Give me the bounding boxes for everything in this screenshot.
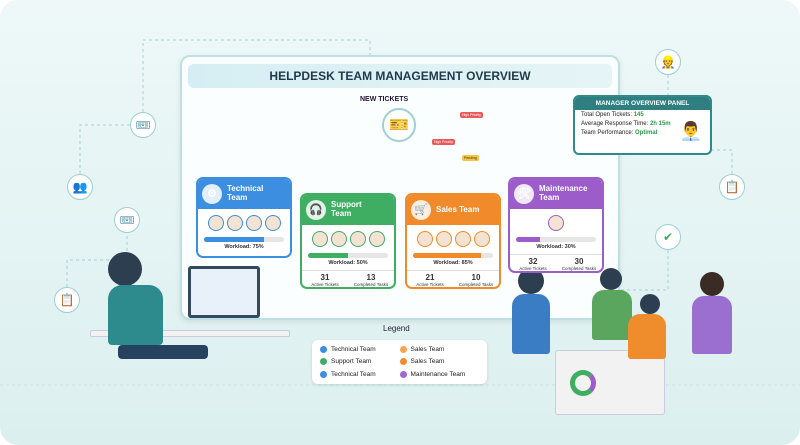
- legend-item: Sales Team: [399, 358, 480, 366]
- team-performance: Team Performance: Optimal: [581, 130, 658, 136]
- legend-label: Sales Team: [410, 345, 445, 353]
- person-body: [512, 294, 550, 354]
- donut-chart-icon: [570, 370, 596, 396]
- manager-overview-panel: MANAGER OVERVIEW PANEL Total Open Ticket…: [573, 95, 712, 155]
- team-card-header: ⚙ Technical Team: [198, 179, 290, 209]
- team-name: Maintenance Team: [539, 184, 588, 202]
- member-avatar: [368, 231, 385, 247]
- workload-label: Workload: 50%: [328, 260, 368, 266]
- legend-dot: [320, 345, 327, 353]
- ticket-tag: Pending: [462, 155, 479, 161]
- manager-panel-title: MANAGER OVERVIEW PANEL: [575, 97, 710, 110]
- team-card-header: 🛒 Sales Team: [407, 195, 499, 225]
- person-body: [108, 285, 163, 345]
- checklist-icon: 📋: [54, 287, 80, 313]
- clipboard-icon: 📋: [719, 174, 745, 200]
- ticket-tag: High Priority: [460, 112, 484, 118]
- team-members: [198, 215, 290, 231]
- workload-label: Workload: 85%: [433, 260, 473, 266]
- person-body: [692, 296, 732, 354]
- manager-avatar-icon: 👨‍💼: [679, 121, 702, 141]
- team-members: [407, 231, 499, 247]
- member-avatar: [226, 215, 243, 231]
- ticket-icon: 🎟: [130, 112, 156, 138]
- person-body: [592, 290, 632, 340]
- computer-monitor: [188, 266, 260, 318]
- ticket-hub-icon[interactable]: 🎫: [382, 108, 416, 142]
- cart-icon: 🛒: [411, 200, 431, 220]
- team-name: Technical Team: [227, 184, 264, 202]
- team-members: [302, 231, 394, 247]
- legend-label: Maintenance Team: [410, 371, 466, 379]
- workload-bar: [204, 237, 284, 242]
- person-head: [108, 252, 142, 286]
- legend-label: Support Team: [331, 358, 372, 366]
- person-legs: [118, 345, 208, 359]
- team-group-icon: 👥: [67, 174, 93, 200]
- member-avatar: [311, 231, 328, 247]
- legend-item: Technical Team: [320, 345, 400, 353]
- tools-icon: 🛠: [514, 184, 534, 204]
- member-avatar: [207, 215, 224, 231]
- member-avatar: [454, 231, 471, 247]
- page-title: HELPDESK TEAM MANAGEMENT OVERVIEW: [188, 64, 612, 88]
- total-open-tickets: Total Open Tickets: 145: [581, 112, 644, 118]
- legend-dot: [320, 371, 327, 379]
- desk: [90, 330, 290, 337]
- person-head: [700, 272, 724, 296]
- team-card-technical-team[interactable]: ⚙ Technical Team Workload: 75%: [196, 177, 292, 258]
- member-avatar: [245, 215, 262, 231]
- legend-label: Technical Team: [331, 345, 376, 353]
- workload-label: Workload: 75%: [224, 244, 264, 250]
- person-head: [600, 268, 622, 290]
- person-head: [640, 294, 660, 314]
- workload-bar: [516, 237, 596, 242]
- team-name: Sales Team: [436, 204, 480, 214]
- legend-dot: [399, 345, 407, 353]
- ticket-tag: High Priority: [432, 139, 456, 145]
- legend-item: Technical Team: [320, 371, 400, 379]
- member-avatar: [548, 215, 564, 231]
- legend-dot: [320, 358, 327, 366]
- team-card-header: 🎧 Support Team: [302, 195, 394, 225]
- workload-bar: [413, 253, 493, 258]
- agent-avatar-icon: 👷: [655, 49, 681, 75]
- average-response-time: Average Response Time: 2h 15m: [581, 121, 671, 127]
- legend-item: Sales Team: [399, 345, 480, 353]
- team-card-header: 🛠 Maintenance Team: [510, 179, 602, 209]
- legend-label: Technical Team: [331, 371, 376, 379]
- legend-dot: [399, 358, 407, 366]
- headset-icon: 🎧: [306, 200, 326, 220]
- new-tickets-label: NEW TICKETS: [360, 96, 409, 103]
- member-avatar: [416, 231, 433, 247]
- ticket-icon: 🎟: [114, 207, 140, 233]
- workload-bar: [308, 253, 388, 258]
- member-avatar: [349, 231, 366, 247]
- member-avatar: [435, 231, 452, 247]
- member-avatar: [473, 231, 490, 247]
- legend-item: Support Team: [320, 358, 400, 366]
- legend-dot: [399, 371, 407, 379]
- person-body: [628, 314, 666, 359]
- member-avatar: [264, 215, 281, 231]
- workload-label: Workload: 30%: [536, 244, 576, 250]
- legend-title: Legend: [383, 324, 410, 333]
- checkmark-icon: ✔: [655, 224, 681, 250]
- legend-item: Maintenance Team: [399, 371, 480, 379]
- gear-icon: ⚙: [202, 184, 222, 204]
- team-members: [510, 215, 602, 231]
- legend-label: Sales Team: [410, 358, 445, 366]
- member-avatar: [330, 231, 347, 247]
- team-name: Support Team: [331, 200, 362, 218]
